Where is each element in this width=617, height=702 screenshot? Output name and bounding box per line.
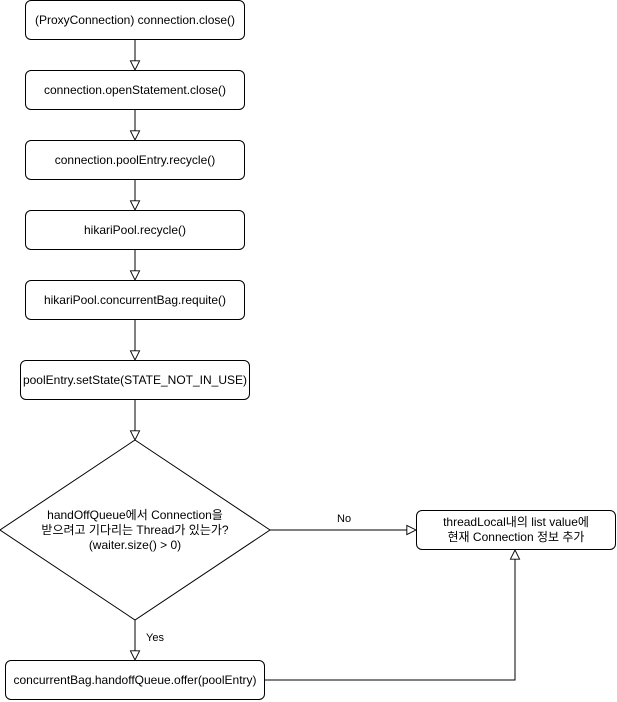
pool-entry-recycle-node: connection.poolEntry.recycle() xyxy=(25,140,245,180)
decision-line-3: (waiter.size() > 0) xyxy=(88,538,182,552)
edge-offer-to-threadlocal xyxy=(265,550,515,681)
proxy-connection-close-node: (ProxyConnection) connection.close() xyxy=(25,0,245,40)
hikari-pool-recycle-node: hikariPool.recycle() xyxy=(25,210,245,250)
statement-close-node: connection.openStatement.close() xyxy=(25,70,245,110)
thread-local-line-2: 현재 Connection 정보 추가 xyxy=(447,530,585,544)
set-state-node: poolEntry.setState(STATE_NOT_IN_USE) xyxy=(20,360,250,400)
yes-edge-label: Yes xyxy=(144,632,166,644)
handoff-queue-offer-node: concurrentBag.handoffQueue.offer(poolEnt… xyxy=(5,660,265,700)
decision-line-2: 받으려고 기다리는 Thread가 있는가? xyxy=(41,523,229,537)
thread-local-line-1: threadLocal내의 list value에 xyxy=(443,515,589,529)
thread-local-add-node: threadLocal내의 list value에 현재 Connection … xyxy=(416,510,616,550)
no-edge-label: No xyxy=(335,513,354,525)
decision-label: handOffQueue에서 Connection을 받으려고 기다리는 Thr… xyxy=(20,508,250,553)
decision-line-1: handOffQueue에서 Connection을 xyxy=(47,508,223,522)
concurrent-bag-requite-node: hikariPool.concurrentBag.requite() xyxy=(25,280,245,320)
